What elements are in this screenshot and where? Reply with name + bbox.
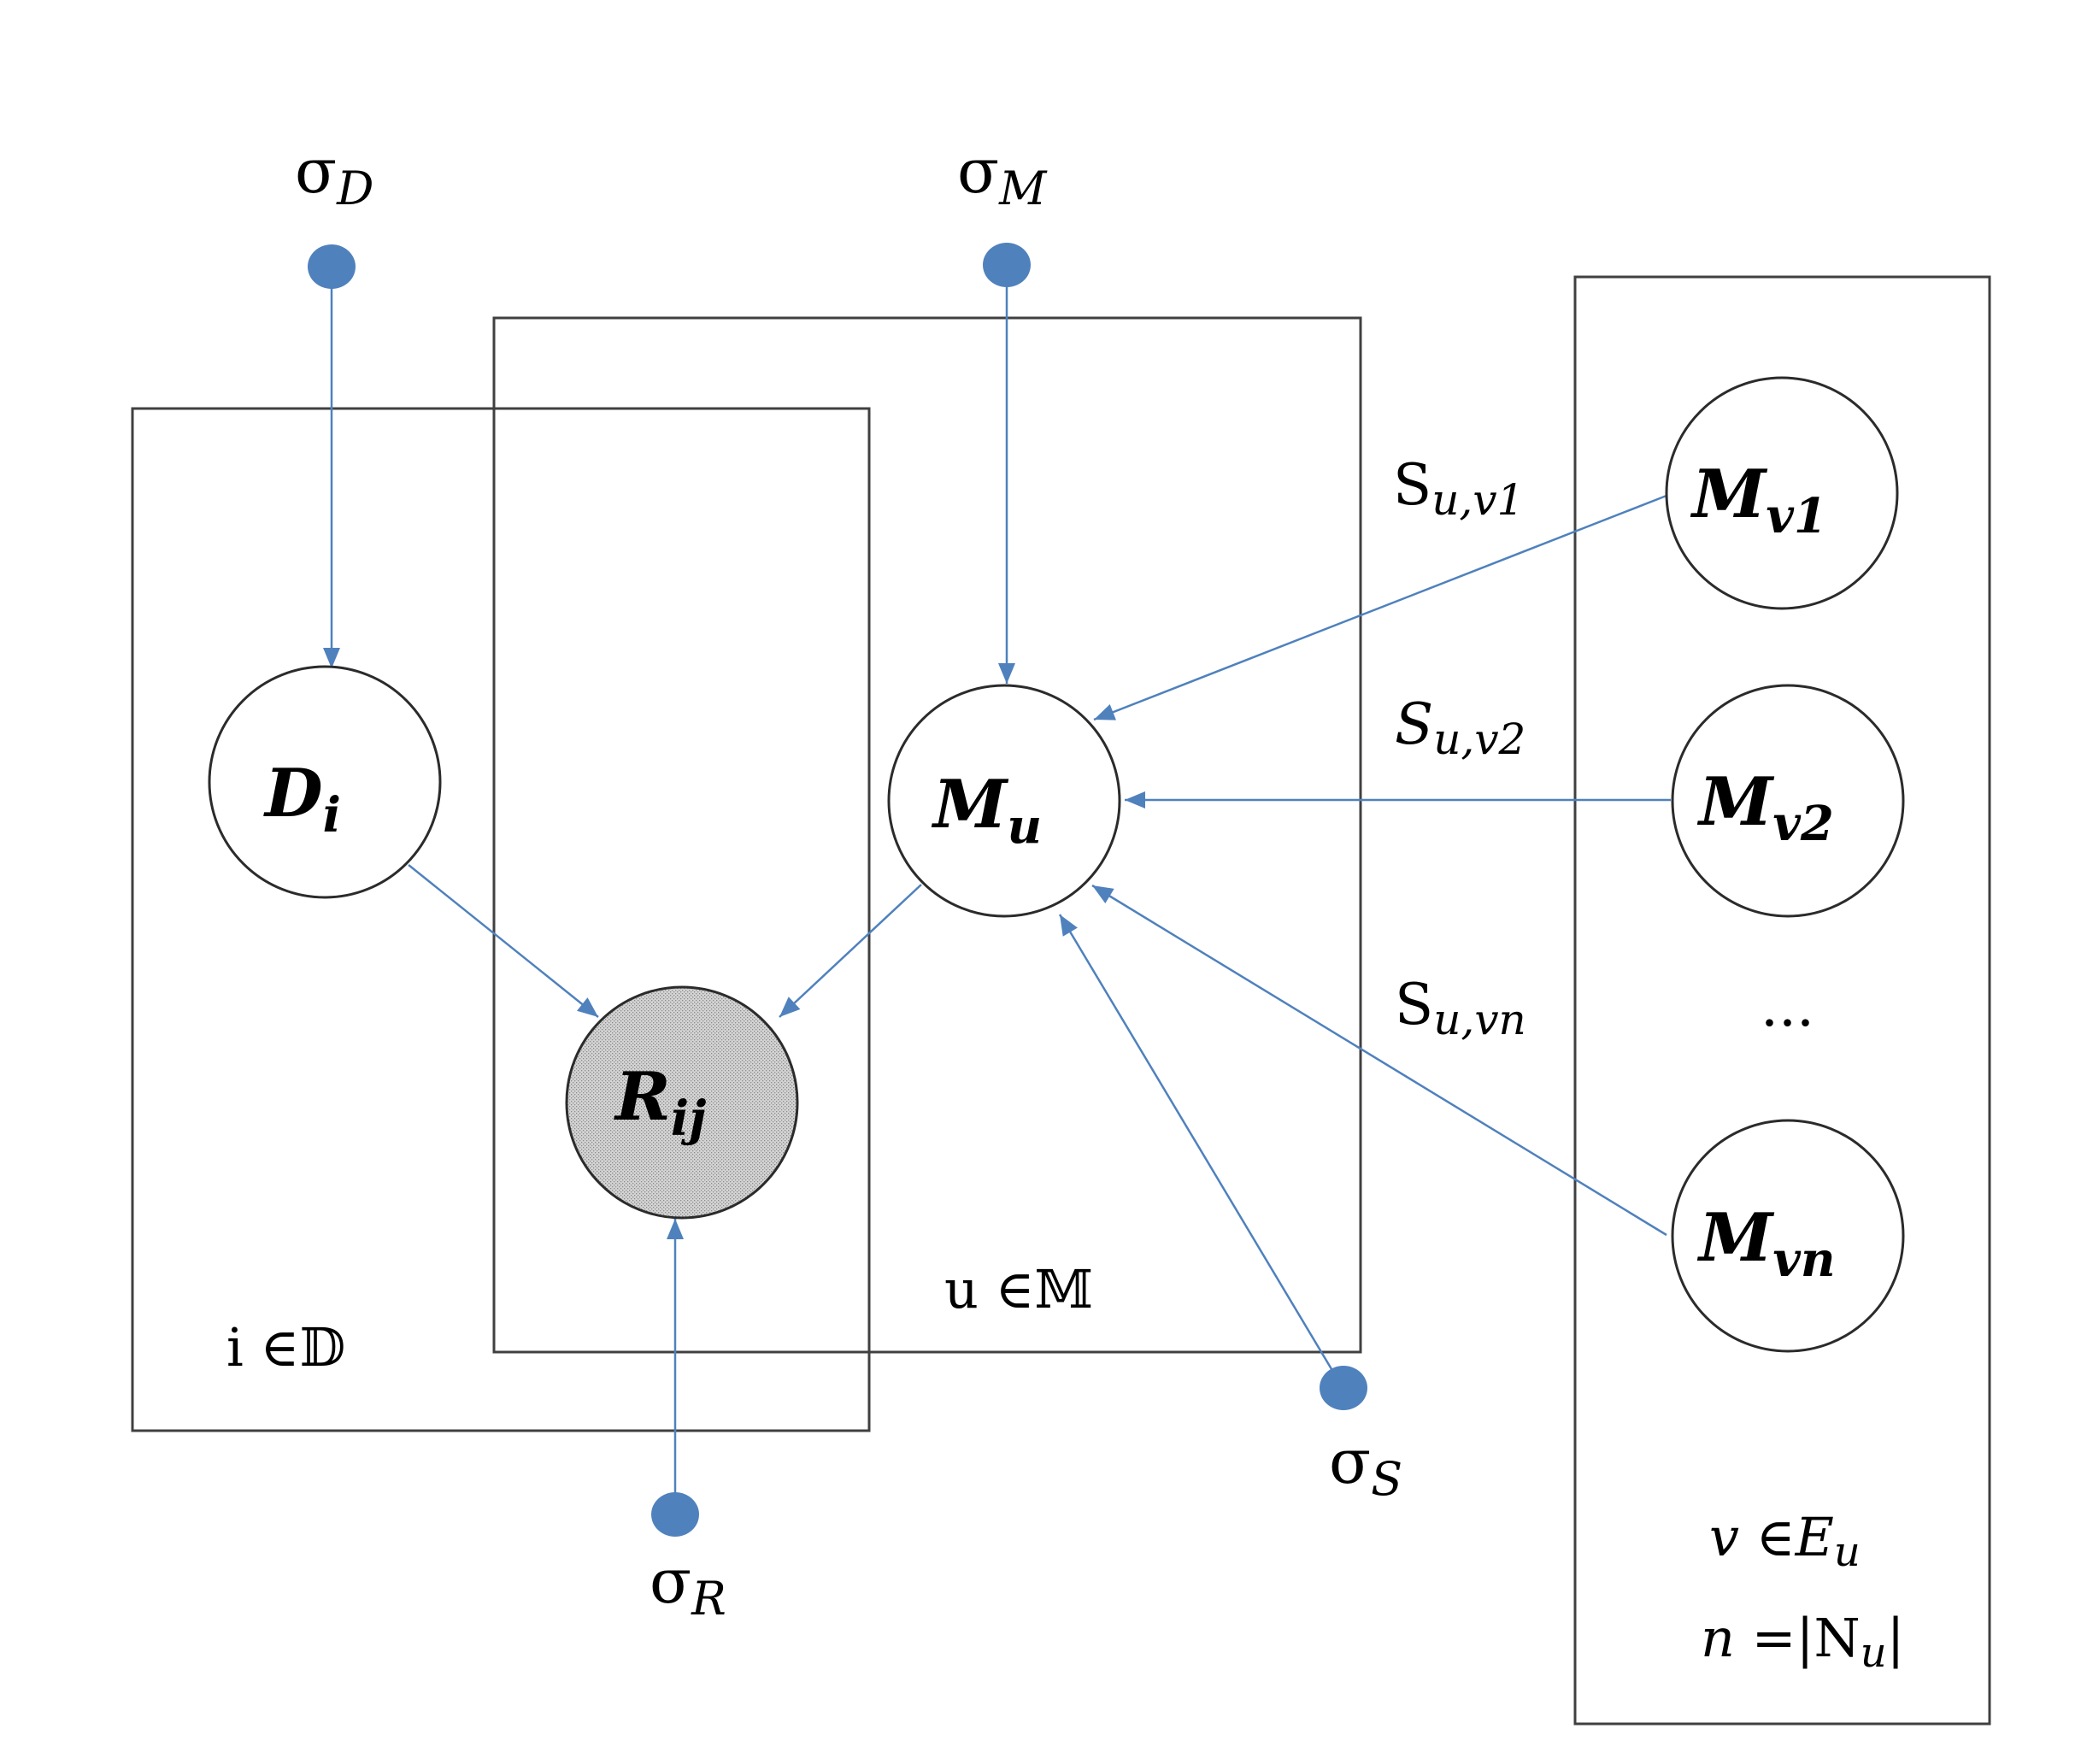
node-d-i-label: Di bbox=[263, 755, 341, 844]
edge-label-s-uv2: Su,v2 bbox=[1395, 691, 1525, 764]
edge-d-to-r bbox=[408, 864, 599, 1018]
sigma-r-dot bbox=[651, 1492, 699, 1537]
node-m-u-label: Mu bbox=[931, 766, 1042, 855]
node-r-ij-label: Rij bbox=[614, 1058, 706, 1147]
ellipsis-text: ... bbox=[1761, 973, 1814, 1039]
node-m-v1 bbox=[1665, 376, 1899, 610]
plate-m-label: u ∈𝕄 bbox=[944, 1258, 1093, 1320]
edge-mv1-to-mu bbox=[1093, 494, 1667, 721]
edge-label-s-uv1: Su,v1 bbox=[1393, 452, 1524, 525]
node-r-ij bbox=[565, 985, 799, 1220]
edge-sigma-s-to-mu bbox=[1058, 914, 1343, 1387]
plate-e bbox=[1573, 275, 1991, 1726]
sigma-m-label: σM bbox=[957, 135, 1048, 215]
sigma-m-dot bbox=[983, 243, 1031, 287]
sigma-s-label: σS bbox=[1329, 1426, 1402, 1506]
plate-d-label: i ∈𝔻 bbox=[226, 1316, 345, 1379]
plate-e-label-1: v ∈Eu bbox=[1709, 1506, 1861, 1576]
sigma-d-label: σD bbox=[295, 135, 373, 215]
node-m-vn bbox=[1671, 1119, 1905, 1353]
edge-label-s-uvn: Su,vn bbox=[1395, 972, 1526, 1044]
node-m-u bbox=[887, 684, 1121, 918]
node-m-v1-label: Mv1 bbox=[1690, 456, 1827, 544]
sigma-s-dot bbox=[1320, 1366, 1367, 1410]
sigma-r-label: σR bbox=[650, 1545, 726, 1626]
edge-mvn-to-mu bbox=[1091, 884, 1667, 1237]
node-m-vn-label: Mvn bbox=[1696, 1199, 1836, 1288]
plate-e-label-2: n =|Nu| bbox=[1701, 1607, 1905, 1677]
node-m-v2-label: Mv2 bbox=[1696, 763, 1834, 852]
sigma-d-dot bbox=[308, 244, 356, 289]
node-d-i bbox=[208, 665, 442, 899]
plate-d bbox=[131, 407, 871, 1432]
node-m-v2 bbox=[1671, 684, 1905, 918]
edge-m-to-r bbox=[779, 884, 922, 1018]
plate-m bbox=[492, 316, 1362, 1354]
